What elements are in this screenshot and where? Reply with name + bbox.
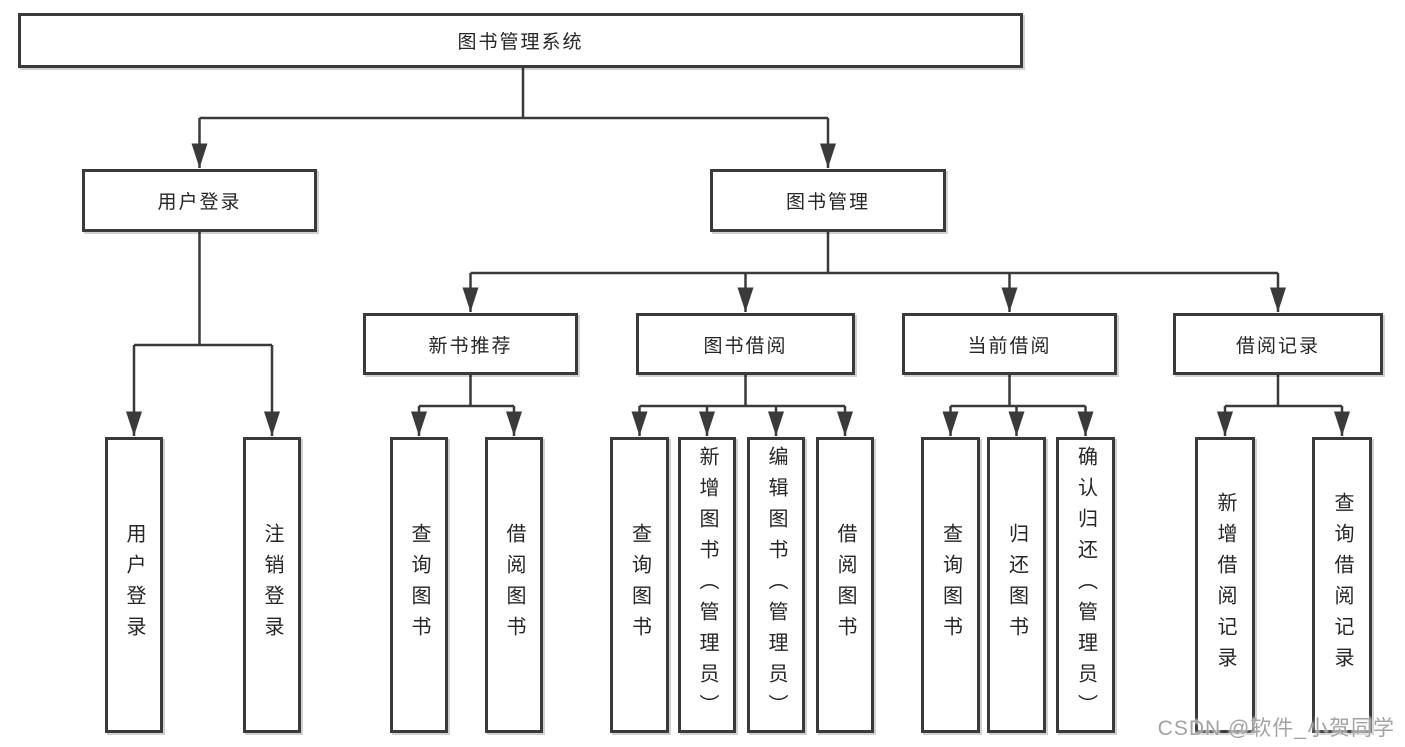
connector-root-to-level2	[191, 68, 836, 168]
leaf-edit-book-admin-label: 编辑图书（管理员）	[765, 445, 787, 725]
node-user-login: 用户登录	[82, 169, 317, 232]
leaf-borrow-book-2: 借阅图书	[816, 437, 874, 733]
leaf-confirm-return-admin: 确认归还（管理员）	[1056, 437, 1115, 733]
node-borrow-record: 借阅记录	[1173, 313, 1383, 375]
leaf-query-book-2-label: 查询图书	[628, 523, 651, 647]
connector-book-mgmt-to-level3	[462, 232, 1286, 312]
node-new-book-recommend-label: 新书推荐	[428, 335, 513, 357]
node-root: 图书管理系统	[18, 13, 1023, 68]
leaf-query-borrow-record: 查询借阅记录	[1312, 437, 1372, 733]
leaf-add-borrow-record: 新增借阅记录	[1195, 437, 1255, 733]
leaf-user-login: 用户登录	[105, 437, 163, 733]
node-root-label: 图书管理系统	[457, 32, 584, 53]
leaf-add-book-admin-label: 新增图书（管理员）	[696, 445, 718, 725]
node-book-management: 图书管理	[710, 169, 946, 232]
node-book-borrow: 图书借阅	[636, 313, 855, 375]
node-borrow-record-label: 借阅记录	[1235, 335, 1320, 357]
connector-new-book-children	[411, 375, 522, 436]
leaf-query-book-1: 查询图书	[390, 437, 448, 733]
leaf-user-login-label: 用户登录	[123, 523, 145, 647]
leaf-return-book-label: 归还图书	[1005, 523, 1028, 647]
connector-user-login-children	[126, 232, 280, 436]
leaf-borrow-book-1: 借阅图书	[485, 437, 543, 733]
leaf-query-book-3: 查询图书	[921, 437, 980, 733]
node-book-borrow-label: 图书借阅	[703, 335, 788, 357]
leaf-query-book-3-label: 查询图书	[939, 523, 962, 647]
leaf-logout: 注销登录	[243, 437, 301, 733]
leaf-confirm-return-admin-label: 确认归还（管理员）	[1074, 445, 1097, 725]
leaf-return-book: 归还图书	[987, 437, 1046, 733]
csdn-watermark: CSDN @软件_小贺同学	[1157, 717, 1395, 740]
leaf-query-borrow-record-label: 查询借阅记录	[1331, 492, 1353, 678]
leaf-query-book-1-label: 查询图书	[408, 523, 430, 647]
leaf-borrow-book-1-label: 借阅图书	[503, 523, 525, 647]
connector-current-borrow-children	[942, 375, 1094, 436]
node-current-borrow: 当前借阅	[902, 313, 1117, 375]
connector-borrow-record-children	[1217, 375, 1350, 436]
leaf-query-book-2: 查询图书	[610, 437, 669, 733]
node-user-login-label: 用户登录	[157, 192, 242, 213]
leaf-add-borrow-record-label: 新增借阅记录	[1214, 492, 1236, 678]
node-current-borrow-label: 当前借阅	[967, 335, 1052, 357]
leaf-logout-label: 注销登录	[261, 523, 283, 647]
node-new-book-recommend: 新书推荐	[363, 313, 578, 375]
node-book-management-label: 图书管理	[785, 192, 870, 213]
leaf-add-book-admin: 新增图书（管理员）	[678, 437, 736, 733]
leaf-edit-book-admin: 编辑图书（管理员）	[747, 437, 805, 733]
leaf-borrow-book-2-label: 借阅图书	[834, 523, 856, 647]
connector-book-borrow-children	[631, 375, 853, 436]
